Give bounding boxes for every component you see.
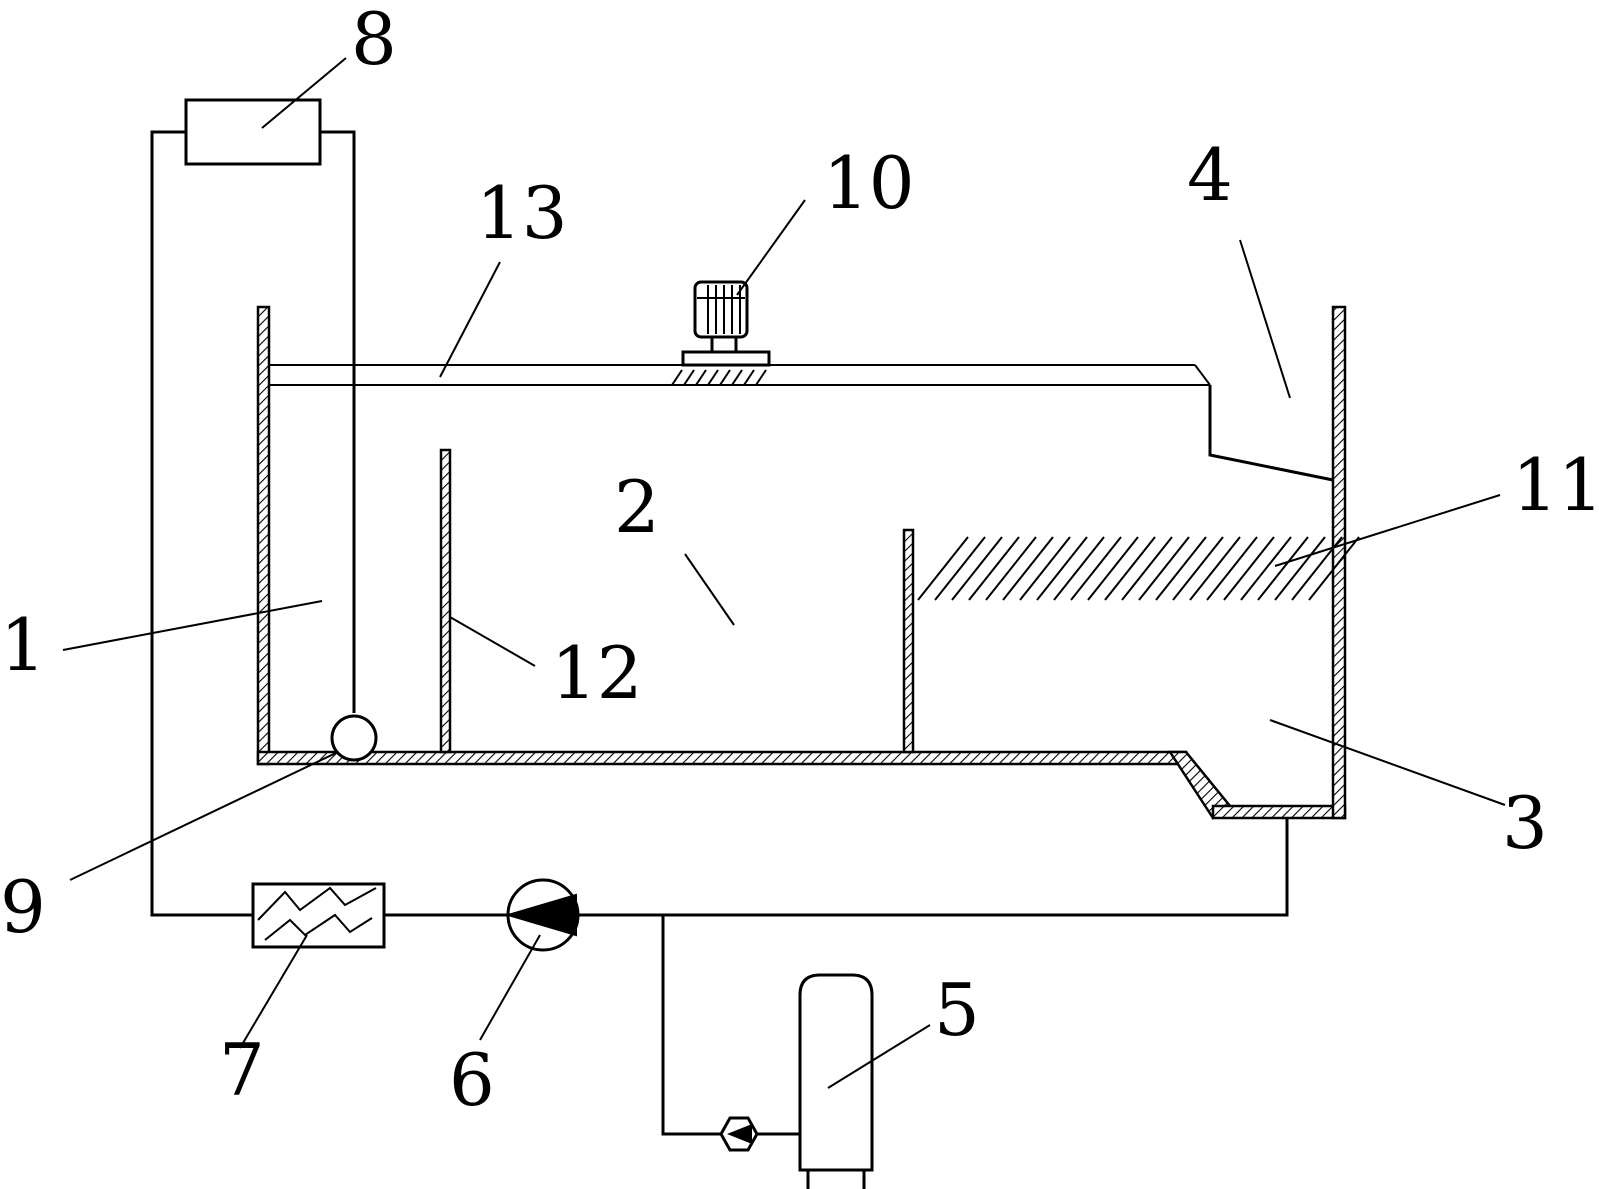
pump-6: [504, 878, 580, 952]
inclined-tube: [985, 536, 1037, 601]
tank-left-wall: [256, 305, 271, 766]
inclined-tube: [1121, 536, 1173, 601]
callout-3: 3: [1502, 781, 1548, 865]
callout-6: 6: [449, 1038, 495, 1122]
inclined-tube: [968, 536, 1020, 601]
callout-8: 8: [351, 0, 397, 81]
pipe-branch-5: [661, 915, 721, 1136]
inclined-tube: [1087, 536, 1139, 601]
inclined-tube: [1223, 536, 1275, 601]
baffle-settling: [902, 528, 915, 754]
cover-plate-13: [269, 364, 1334, 482]
leader-13: [439, 261, 501, 378]
callout-7: 7: [219, 1028, 265, 1112]
check-valve: [719, 1116, 759, 1152]
tank-lower-bottom: [1211, 804, 1347, 820]
inclined-tube: [1104, 536, 1156, 601]
inclined-tube: [1053, 536, 1105, 601]
tank: [256, 305, 1347, 820]
inclined-tube: [1240, 536, 1292, 601]
inclined-tube: [1070, 536, 1122, 601]
leader-9: [69, 751, 339, 881]
leader-5: [827, 1024, 931, 1089]
leader-12: [449, 616, 536, 667]
leader-11: [1274, 494, 1501, 567]
aerator-9: [330, 714, 378, 762]
motor-base-hatch: [671, 369, 767, 386]
inclined-tubes-11: [917, 536, 1360, 601]
inclined-tube: [1308, 536, 1360, 601]
tank-bottom-wall: [256, 750, 1188, 766]
motor-10: [671, 280, 771, 386]
inclined-tube: [1274, 536, 1326, 601]
gas-cylinder-5: [798, 973, 874, 1189]
inclined-tube: [1138, 536, 1190, 601]
pipe-bottom-main: [578, 818, 1289, 917]
callout-2: 2: [614, 465, 660, 549]
callout-5: 5: [934, 968, 980, 1052]
inclined-tube: [917, 536, 969, 601]
inclined-tube: [1155, 536, 1207, 601]
leader-8: [261, 57, 347, 129]
inclined-tube: [1206, 536, 1258, 601]
outlet-trough-4: [1208, 385, 1334, 482]
inclined-tube: [934, 536, 986, 601]
baffle-12: [439, 448, 452, 754]
device-8: [184, 98, 322, 166]
leader-4: [1239, 239, 1291, 399]
callout-13: 13: [476, 171, 568, 255]
inclined-tube: [1019, 536, 1071, 601]
callout-11: 11: [1512, 443, 1599, 527]
leader-3: [1269, 719, 1506, 806]
leader-6: [479, 934, 541, 1041]
filter-7: [251, 882, 386, 949]
leader-10: [736, 199, 806, 296]
leader-lines: [62, 57, 1506, 1089]
callout-10: 10: [823, 141, 915, 225]
inclined-tube: [1002, 536, 1054, 601]
callouts: 8 13 10 4 11 2 12 1 3 9 7 6 5: [0, 0, 1599, 1122]
callout-1: 1: [0, 603, 46, 687]
inclined-tube: [1257, 536, 1309, 601]
leader-7: [239, 934, 308, 1049]
leader-1: [62, 600, 323, 651]
inclined-tube: [951, 536, 1003, 601]
callout-9: 9: [0, 865, 46, 949]
pipe-to-aerator: [320, 130, 356, 713]
leader-2: [684, 553, 735, 626]
inclined-tube: [1172, 536, 1224, 601]
callout-12: 12: [551, 631, 643, 715]
inclined-tube: [1036, 536, 1088, 601]
inclined-tube: [1189, 536, 1241, 601]
callout-4: 4: [1187, 133, 1233, 217]
